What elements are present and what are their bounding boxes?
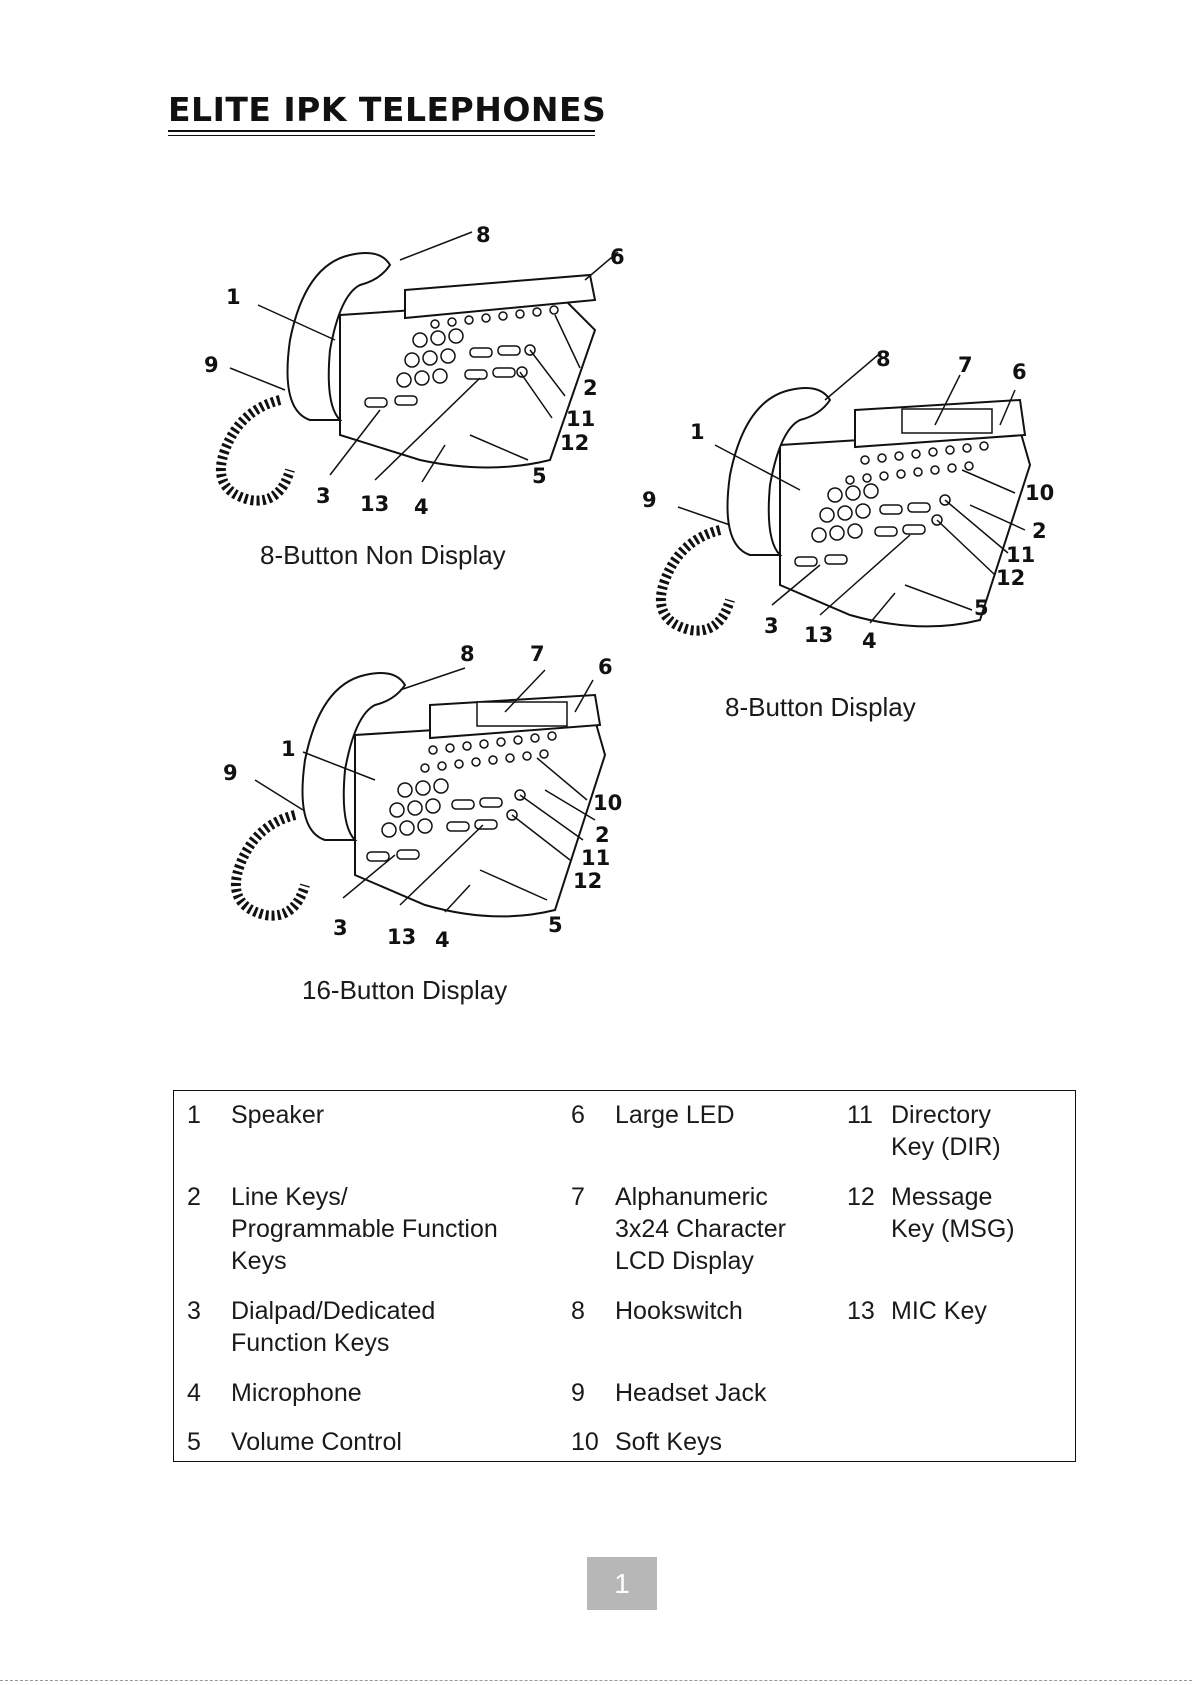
callout-label: 7 [958,353,973,377]
legend-text: Microphone [231,1379,362,1407]
callout-label: 11 [1006,543,1035,567]
callout-label: 2 [583,376,598,400]
callout-label: 12 [996,566,1025,590]
callout-label: 10 [593,791,622,815]
callout-label: 5 [974,596,989,620]
legend-text: Alphanumeric 3x24 Character LCD Display [615,1183,786,1275]
page-title: ELITE IPK TELEPHONES [168,90,607,129]
legend-number: 8 [571,1297,585,1325]
callout-label: 13 [360,492,389,516]
legend-text: Headset Jack [615,1379,767,1407]
figure-caption: 8-Button Display [725,692,916,722]
legend-number: 7 [571,1183,585,1211]
callout-label: 4 [414,495,429,519]
phone-illustration: 8 7 6 1 9 10 2 11 12 5 3 13 4 [223,642,622,952]
phone-figure-8-button-display: 8 7 6 1 10 9 2 11 12 5 3 13 4 [640,345,1060,655]
legend-text: Directory Key (DIR) [891,1101,1001,1161]
callout-label: 4 [435,928,450,952]
legend-text: Soft Keys [615,1428,722,1456]
legend-text: Dialpad/Dedicated Function Keys [231,1297,436,1357]
legend-number: 1 [187,1101,201,1129]
legend-text: MIC Key [891,1297,987,1325]
legend-number: 4 [187,1379,201,1407]
callout-label: 3 [764,614,779,638]
callout-label: 8 [460,642,475,666]
callout-label: 9 [223,761,238,785]
legend-number: 5 [187,1428,201,1456]
callout-label: 1 [690,420,705,444]
legend-text: Speaker [231,1101,325,1129]
phone-figure-16-button-display: 8 7 6 1 9 10 2 11 12 5 3 13 4 [215,640,635,952]
callout-label: 6 [1012,360,1027,384]
callout-label: 11 [581,846,610,870]
legend-number: 2 [187,1183,201,1211]
legend-text: Line Keys/ Programmable Function Keys [231,1183,498,1275]
callout-label: 5 [548,913,563,937]
title-underline [168,130,595,132]
callout-label: 10 [1025,481,1054,505]
legend-number: 13 [847,1297,875,1325]
callout-label: 8 [476,223,491,247]
parts-legend: 1 Speaker 2 Line Keys/ Programmable Func… [173,1090,1076,1462]
callout-label: 1 [281,737,296,761]
legend-text: Message Key (MSG) [891,1183,1015,1243]
callout-label: 2 [1032,519,1047,543]
figure-caption: 8-Button Non Display [260,540,506,570]
legend-number: 10 [571,1428,599,1456]
callout-label: 6 [610,245,625,269]
footer-rule [0,1680,1192,1681]
callout-label: 9 [204,353,219,377]
phone-figure-8-button-non-display: 8 6 1 9 2 11 12 5 3 13 4 [190,220,650,520]
page-number: 1 [587,1557,657,1610]
callout-label: 11 [566,407,595,431]
legend-number: 3 [187,1297,201,1325]
legend-text: Volume Control [231,1428,402,1456]
callout-label: 6 [598,655,613,679]
legend-number: 12 [847,1183,875,1211]
callout-label: 13 [804,623,833,647]
figure-caption: 16-Button Display [302,975,508,1005]
callout-label: 2 [595,823,610,847]
callout-label: 4 [862,629,877,653]
legend-text: Large LED [615,1101,735,1129]
legend-text: Hookswitch [615,1297,743,1325]
callout-label: 3 [333,916,348,940]
legend-number: 6 [571,1101,585,1129]
callout-label: 13 [387,925,416,949]
legend-number: 9 [571,1379,585,1407]
callout-label: 5 [532,464,547,488]
callout-label: 12 [573,869,602,893]
callout-label: 8 [876,347,891,371]
title-underline-thin [168,135,595,136]
phone-illustration: 8 6 1 9 2 11 12 5 3 13 4 [204,223,625,519]
callout-label: 3 [316,484,331,508]
callout-label: 7 [530,642,545,666]
legend-number: 11 [847,1101,873,1129]
callout-label: 9 [642,488,657,512]
callout-label: 12 [560,431,589,455]
callout-label: 1 [226,285,241,309]
phone-illustration: 8 7 6 1 10 9 2 11 12 5 3 13 4 [642,347,1054,653]
